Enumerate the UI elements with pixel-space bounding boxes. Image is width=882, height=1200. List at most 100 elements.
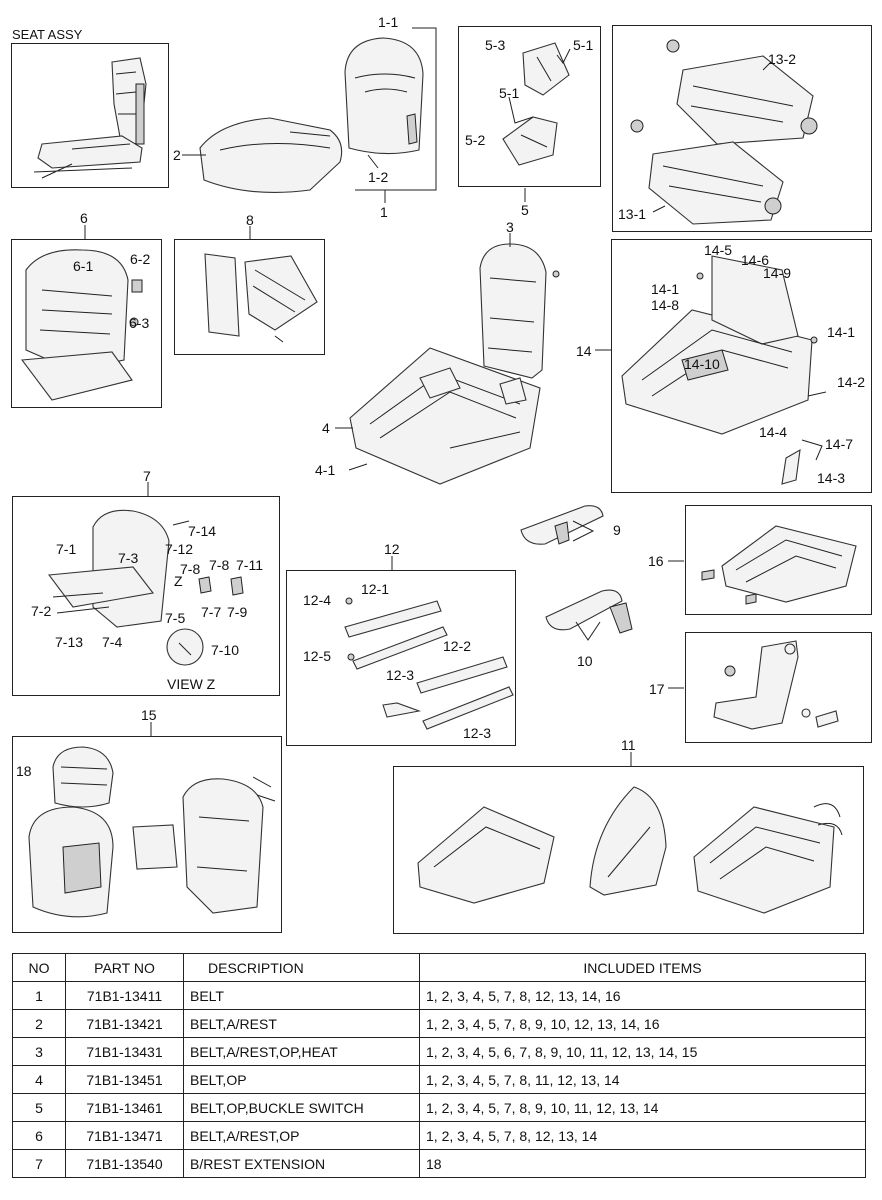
callout-14-10: 14-10	[684, 356, 720, 372]
part-15-back-extension	[13, 737, 283, 934]
callout-12-3-upper: 12-3	[386, 667, 415, 683]
part-5-panel	[458, 26, 601, 187]
callout-3: 3	[506, 219, 514, 235]
callout-5-1-mid: 5-1	[499, 85, 520, 101]
callout-6-2: 6-2	[130, 251, 151, 267]
row-included-items: 1, 2, 3, 4, 5, 7, 8, 11, 12, 13, 14	[419, 1065, 866, 1094]
seat-assy-illustration	[12, 44, 170, 189]
callout-2: 2	[173, 147, 181, 163]
armrest-9	[515, 500, 615, 550]
callout-7-8-right: 7-8	[209, 557, 230, 573]
row-part-no: 71B1-13421	[65, 1009, 184, 1038]
callout-14-2: 14-2	[837, 374, 866, 390]
row-no: 2	[12, 1009, 66, 1038]
row-no: 4	[12, 1065, 66, 1094]
callout-z: Z	[174, 573, 183, 589]
part-6-heater	[12, 240, 163, 409]
header-no: NO	[12, 953, 66, 982]
callout-7: 7	[143, 468, 151, 484]
part-11-panel	[393, 766, 864, 934]
callout-10: 10	[577, 653, 593, 669]
callout-1-2: 1-2	[368, 169, 389, 185]
callout-14-4: 14-4	[759, 424, 788, 440]
callout-12-5: 12-5	[303, 648, 332, 664]
table-row: 5 71B1-13461 BELT,OP,BUCKLE SWITCH 1, 2,…	[12, 1093, 866, 1122]
row-part-no: 71B1-13540	[65, 1149, 184, 1178]
seat-frame	[340, 328, 560, 488]
callout-14-3: 14-3	[817, 470, 846, 486]
callout-14-6: 14-6	[741, 252, 770, 268]
seat-cushion	[190, 108, 350, 198]
table-row: 6 71B1-13471 BELT,A/REST,OP 1, 2, 3, 4, …	[12, 1121, 866, 1150]
table-row: 2 71B1-13421 BELT,A/REST 1, 2, 3, 4, 5, …	[12, 1009, 866, 1038]
callout-7-1: 7-1	[56, 541, 77, 557]
callout-14-7: 14-7	[825, 436, 854, 452]
table-row: 4 71B1-13451 BELT,OP 1, 2, 3, 4, 5, 7, 8…	[12, 1065, 866, 1094]
callout-6-1: 6-1	[73, 258, 94, 274]
header-part-no: PART NO	[65, 953, 184, 982]
part-11-frames	[394, 767, 865, 935]
row-description: BELT,OP	[183, 1065, 420, 1094]
row-no: 1	[12, 981, 66, 1010]
part-17-panel	[685, 632, 872, 743]
row-part-no: 71B1-13411	[65, 981, 184, 1010]
callout-9: 9	[613, 522, 621, 538]
row-description: BELT,A/REST,OP	[183, 1121, 420, 1150]
header-description: DESCRIPTION	[183, 953, 420, 982]
row-description: BELT	[183, 981, 420, 1010]
table-header-row: NO PART NO DESCRIPTION INCLUDED ITEMS	[12, 953, 866, 982]
callout-5-1-top: 5-1	[573, 37, 594, 53]
part-12-rails	[287, 571, 517, 747]
callout-7-2: 7-2	[31, 603, 52, 619]
part-15-panel	[12, 736, 282, 933]
callout-5-3: 5-3	[485, 37, 506, 53]
callout-1-1: 1-1	[378, 14, 399, 30]
callout-13-2: 13-2	[768, 51, 797, 67]
row-included-items: 1, 2, 3, 4, 5, 7, 8, 12, 13, 14, 16	[419, 981, 866, 1010]
callout-14-9: 14-9	[763, 265, 792, 281]
callout-4-1: 4-1	[315, 462, 336, 478]
callout-5: 5	[521, 202, 529, 218]
table-row: 3 71B1-13431 BELT,A/REST,OP,HEAT 1, 2, 3…	[12, 1037, 866, 1066]
row-part-no: 71B1-13431	[65, 1037, 184, 1066]
row-no: 5	[12, 1093, 66, 1122]
callout-7-12: 7-12	[165, 541, 194, 557]
callout-7-7: 7-7	[201, 604, 222, 620]
part-7-panel	[12, 496, 280, 696]
row-description: BELT,A/REST	[183, 1009, 420, 1038]
part-1-leader-box	[0, 0, 882, 210]
callout-18: 18	[16, 763, 32, 779]
parts-table: NO PART NO DESCRIPTION INCLUDED ITEMS 1 …	[12, 953, 866, 1178]
callout-12-2: 12-2	[443, 638, 472, 654]
callout-14-1-left: 14-1	[651, 281, 680, 297]
callout-12-3-lower: 12-3	[463, 725, 492, 741]
table-row: 7 71B1-13540 B/REST EXTENSION 18	[12, 1149, 866, 1178]
part-16-panel	[685, 505, 872, 615]
callout-5-2: 5-2	[465, 132, 486, 148]
callout-4: 4	[322, 420, 330, 436]
callout-14: 14	[576, 343, 592, 359]
row-included-items: 1, 2, 3, 4, 5, 7, 8, 12, 13, 14	[419, 1121, 866, 1150]
backrest-cushion	[335, 32, 435, 167]
callout-12-4: 12-4	[303, 592, 332, 608]
callout-6: 6	[80, 210, 88, 226]
callout-13-1: 13-1	[618, 206, 647, 222]
callout-12: 12	[384, 541, 400, 557]
callout-7-14: 7-14	[188, 523, 217, 539]
row-description: B/REST EXTENSION	[183, 1149, 420, 1178]
part-14-panel	[611, 239, 872, 493]
callout-6-3: 6-3	[129, 315, 150, 331]
callout-7-3: 7-3	[118, 550, 139, 566]
row-included-items: 18	[419, 1149, 866, 1178]
part-13-harness-brackets	[613, 26, 873, 233]
row-included-items: 1, 2, 3, 4, 5, 7, 8, 9, 10, 11, 12, 13, …	[419, 1093, 866, 1122]
callout-16: 16	[648, 553, 664, 569]
row-part-no: 71B1-13471	[65, 1121, 184, 1150]
part-8-back-panel	[175, 240, 326, 356]
callout-14-8: 14-8	[651, 297, 680, 313]
callout-14-1-right: 14-1	[827, 324, 856, 340]
callout-7-11: 7-11	[236, 557, 263, 573]
callout-7-9: 7-9	[227, 604, 248, 620]
row-no: 6	[12, 1121, 66, 1150]
seat-assy-panel	[11, 43, 169, 188]
